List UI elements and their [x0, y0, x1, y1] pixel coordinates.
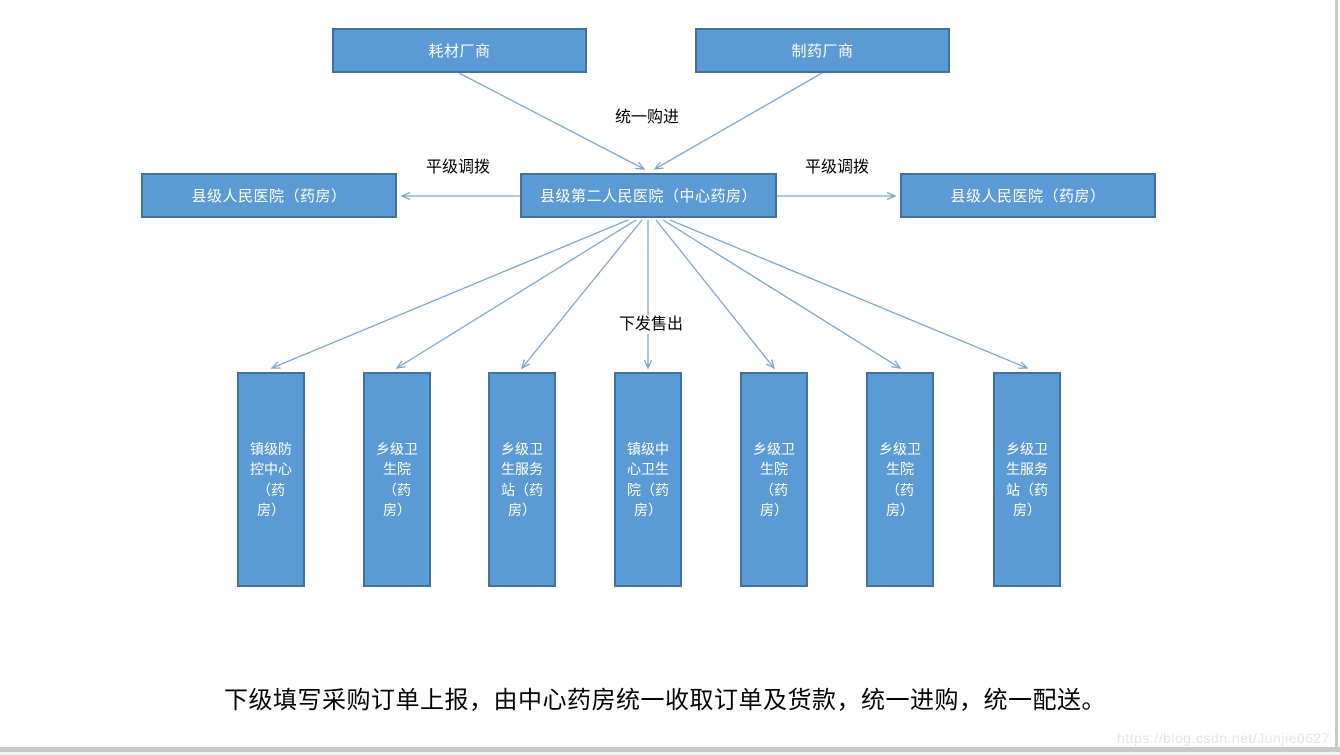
arrow-center-to-clinic-1 — [272, 219, 629, 368]
arrow-center-to-clinic-3 — [522, 219, 643, 368]
node-pharma-manufacturer: 制药厂商 — [695, 28, 950, 73]
window-edge-bottom — [0, 747, 1340, 752]
diagram-caption: 下级填写采购订单上报，由中心药房统一收取订单及货款，统一进购，统一配送。 — [224, 687, 1106, 714]
node-clinic-township-health-center-2: 乡级卫生院（药房） — [740, 372, 808, 587]
node-label: 耗材厂商 — [428, 43, 491, 60]
node-label: 乡级卫生服务站（药房） — [501, 440, 543, 518]
node-label: 乡级卫生院（药房） — [753, 440, 795, 518]
node-label: 乡级卫生服务站（药房） — [1006, 440, 1048, 518]
window-edge-right — [1335, 0, 1338, 755]
label-distribute-sell: 下发售出 — [617, 315, 686, 334]
label-peer-transfer-right: 平级调拨 — [803, 158, 872, 177]
node-clinic-township-health-center-1: 乡级卫生院（药房） — [363, 372, 431, 587]
node-label: 镇级防控中心（药房） — [250, 440, 292, 518]
node-label: 乡级卫生院（药房） — [376, 440, 418, 518]
arrow-center-to-clinic-7 — [669, 219, 1027, 368]
node-label: 县级第二人民医院（中心药房） — [539, 188, 757, 205]
node-county-hospital-left: 县级人民医院（药房） — [141, 173, 397, 218]
node-clinic-town-central-health-center: 镇级中心卫生院（药房） — [614, 372, 682, 587]
node-label: 制药厂商 — [791, 43, 854, 60]
arrow-center-to-clinic-6 — [662, 219, 900, 368]
node-clinic-town-prevention-center: 镇级防控中心（药房） — [237, 372, 305, 587]
node-clinic-township-health-center-3: 乡级卫生院（药房） — [866, 372, 934, 587]
label-peer-transfer-left: 平级调拨 — [424, 158, 493, 177]
watermark-url: https://blog.csdn.net/Junjie0627 — [1117, 730, 1330, 746]
label-unified-purchase: 统一购进 — [613, 108, 682, 127]
node-clinic-township-service-station-1: 乡级卫生服务站（药房） — [488, 372, 556, 587]
node-county-hospital-right: 县级人民医院（药房） — [900, 173, 1156, 218]
node-central-pharmacy: 县级第二人民医院（中心药房） — [520, 173, 777, 218]
arrow-center-to-clinic-5 — [655, 219, 774, 368]
window-edge-bottom-light — [0, 752, 1340, 755]
node-label: 乡级卫生院（药房） — [879, 440, 921, 518]
node-label: 县级人民医院（药房） — [950, 188, 1106, 205]
node-label: 镇级中心卫生院（药房） — [627, 440, 669, 518]
node-consumables-manufacturer: 耗材厂商 — [332, 28, 587, 73]
arrow-center-to-clinic-2 — [397, 219, 637, 368]
node-label: 县级人民医院（药房） — [191, 188, 347, 205]
node-clinic-township-service-station-2: 乡级卫生服务站（药房） — [993, 372, 1061, 587]
